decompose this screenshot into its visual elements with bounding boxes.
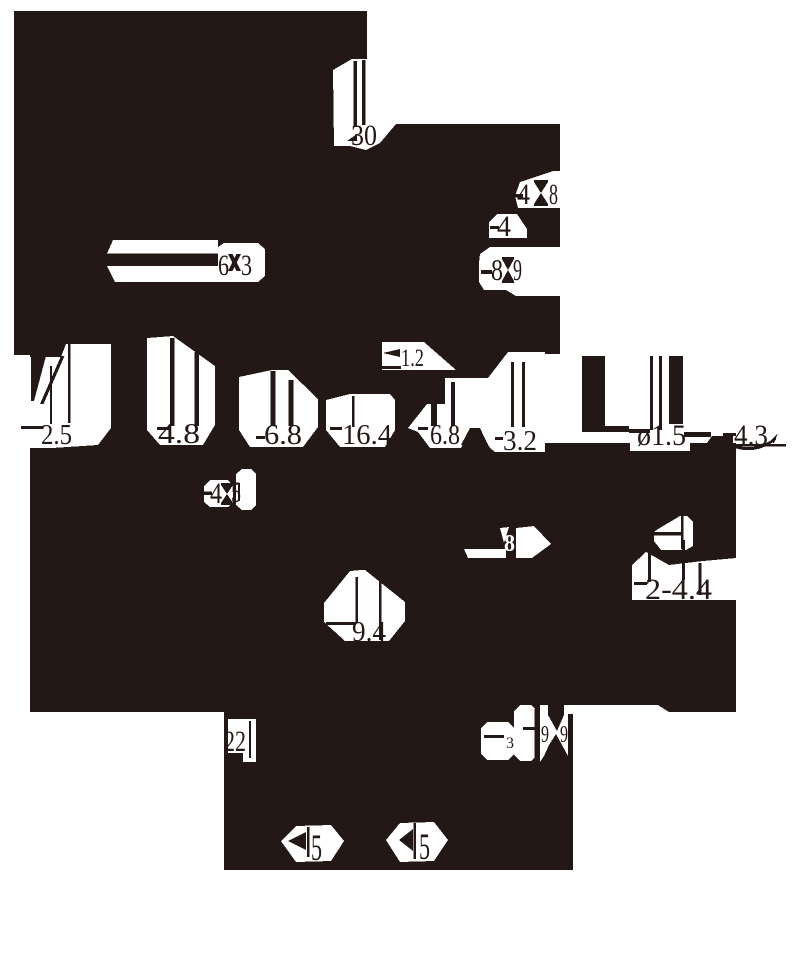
svg-text:2.5: 2.5 [41, 419, 72, 451]
svg-text:9.4: 9.4 [352, 616, 386, 648]
svg-text:6.8: 6.8 [264, 419, 302, 451]
svg-text:6.8: 6.8 [430, 420, 460, 451]
svg-text:3.2: 3.2 [503, 425, 537, 457]
svg-text:5: 5 [231, 476, 241, 509]
svg-text:9: 9 [560, 722, 568, 748]
svg-text:22: 22 [224, 725, 246, 758]
svg-text:5: 5 [311, 828, 322, 869]
svg-text:4.8: 4.8 [158, 418, 200, 450]
svg-text:16.4: 16.4 [342, 419, 392, 451]
svg-text:3: 3 [506, 735, 514, 752]
svg-text:2-4.4: 2-4.4 [645, 573, 712, 606]
svg-text:30: 30 [351, 119, 377, 152]
svg-text:4: 4 [210, 477, 222, 510]
svg-text:1.2: 1.2 [401, 345, 424, 372]
svg-text:8: 8 [549, 178, 558, 211]
svg-text:4: 4 [497, 210, 511, 243]
svg-text:4.3: 4.3 [734, 419, 768, 452]
svg-text:3: 3 [241, 249, 252, 282]
svg-text:9: 9 [513, 252, 522, 287]
svg-text:6: 6 [218, 249, 229, 282]
svg-text:5: 5 [419, 827, 430, 868]
svg-text:ø1.5: ø1.5 [637, 419, 686, 452]
svg-text:9: 9 [541, 722, 549, 748]
svg-text:8: 8 [491, 252, 503, 287]
svg-text:8: 8 [504, 531, 515, 557]
svg-text:4: 4 [517, 178, 530, 211]
